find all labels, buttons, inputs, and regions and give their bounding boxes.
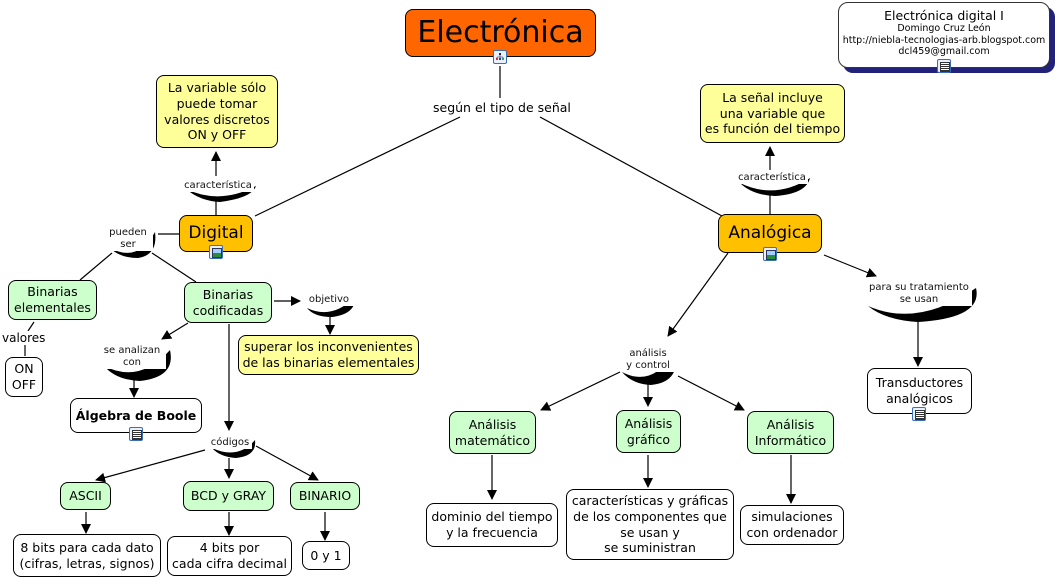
line-pueden-binelem (79, 252, 113, 281)
arrow-bincod-seanalizan (161, 322, 189, 340)
concept-map-icon[interactable] (493, 50, 507, 64)
concept-analisis-grafico[interactable]: Análisis gráfico (616, 410, 681, 453)
line-pueden-bincod (151, 252, 197, 283)
arrow-analisis-inf (677, 375, 745, 411)
swoosh-caract-d (186, 186, 256, 202)
linking-phrase-caracteristica-analog: característica (736, 172, 808, 184)
concept-bcd-desc[interactable]: 4 bits por cada cifra decimal (167, 536, 292, 576)
linking-phrase-caracteristica-digital: característica (182, 180, 254, 192)
arrow-analog-parasu (823, 254, 877, 278)
concept-ascii[interactable]: ASCII (60, 482, 111, 510)
concept-ascii-desc[interactable]: 8 bits para cada dato (cifras, letras, s… (13, 534, 161, 577)
concept-analisis-matematico[interactable]: Análisis matemático (449, 411, 536, 454)
image-icon[interactable] (209, 245, 223, 259)
concept-binarias-codificadas[interactable]: Binarias codificadas (184, 282, 272, 323)
concept-analisis-informatico[interactable]: Análisis Informático (747, 411, 834, 454)
concept-binario[interactable]: BINARIO (290, 482, 360, 510)
concept-digital-characteristic[interactable]: La variable sólo puede tomar valores dis… (156, 75, 278, 148)
concept-transductores[interactable]: Transductores analógicos (867, 368, 972, 414)
card-url[interactable]: http://niebla-tecnologias-arb.blogspot.c… (842, 34, 1046, 46)
linking-phrase-segun: según el tipo de señal (433, 100, 571, 115)
arrow-codigos-ascii (95, 449, 206, 483)
concept-on-off[interactable]: ON OFF (5, 357, 43, 397)
document-icon[interactable] (912, 407, 926, 421)
swoosh-caract-a (740, 178, 810, 196)
linking-phrase-analisis-y-control: análisis y control (620, 348, 676, 372)
line-binelem-valores (27, 321, 35, 332)
concept-analog-characteristic[interactable]: La señal incluye una variable que es fun… (700, 84, 845, 143)
swoosh-analisis (622, 352, 676, 385)
concept-bcd-gray[interactable]: BCD y GRAY (183, 481, 274, 511)
document-icon[interactable] (129, 427, 143, 441)
card-title: Electrónica digital I (884, 8, 1004, 23)
linking-phrase-para-su-tratamiento: para su tratamiento se usan (866, 282, 972, 306)
info-card[interactable]: Electrónica digital I Domingo Cruz León … (838, 2, 1050, 68)
card-author: Domingo Cruz León (897, 23, 991, 35)
linking-phrase-pueden-ser: pueden ser (103, 227, 153, 251)
swoosh-objetivo (307, 297, 356, 317)
concept-digital[interactable]: Digital (179, 215, 253, 252)
card-email[interactable]: dcl459@gmail.com (898, 46, 990, 58)
line-segun-analogica (539, 116, 723, 217)
image-icon[interactable] (763, 247, 777, 261)
concept-simulaciones[interactable]: simulaciones con ordenador (740, 505, 844, 545)
concept-binarias-elementales[interactable]: Binarias elementales (8, 280, 97, 320)
swoosh-codigos (212, 440, 256, 458)
arrow-analog-analisis (667, 252, 729, 337)
arrow-codigos-binario (255, 445, 319, 481)
arrow-analisis-mat (540, 371, 621, 411)
concept-binario-desc[interactable]: 0 y 1 (302, 541, 350, 570)
concept-analogica[interactable]: Analógica (718, 214, 822, 253)
concept-dominio[interactable]: dominio del tiempo y la frecuencia (426, 503, 558, 547)
swoosh-pueden (110, 232, 156, 258)
swoosh-parasu (868, 288, 977, 322)
concept-caracteristicas-graficas[interactable]: características y gráficas de los compon… (566, 489, 734, 560)
linking-phrase-objetivo: objetivo (303, 294, 355, 306)
linking-phrase-se-analizan-con: se analizan con (98, 345, 166, 369)
concept-objetivo[interactable]: superar los inconvenientes de las binari… (238, 335, 419, 375)
linking-phrase-codigos: códigos (208, 437, 252, 449)
linking-phrase-valores: valores (2, 331, 46, 345)
line-segun-digital (254, 116, 461, 217)
swoosh-seanalizan (104, 350, 171, 381)
document-icon[interactable] (937, 59, 951, 73)
